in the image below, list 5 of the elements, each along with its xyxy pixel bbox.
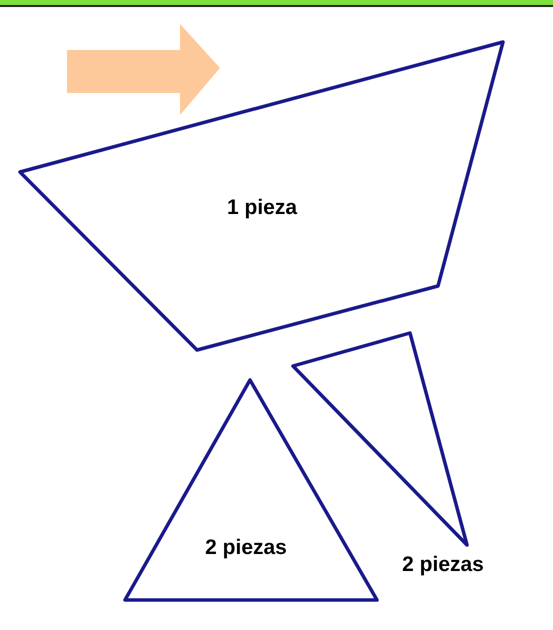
piece-count-label: 2 piezas	[402, 553, 484, 577]
quadrilateral-piece	[18, 40, 506, 353]
piece-count-label: 2 piezas	[205, 536, 287, 560]
triangle-piece	[122, 377, 380, 603]
piece-count-label: 1 pieza	[226, 196, 298, 220]
